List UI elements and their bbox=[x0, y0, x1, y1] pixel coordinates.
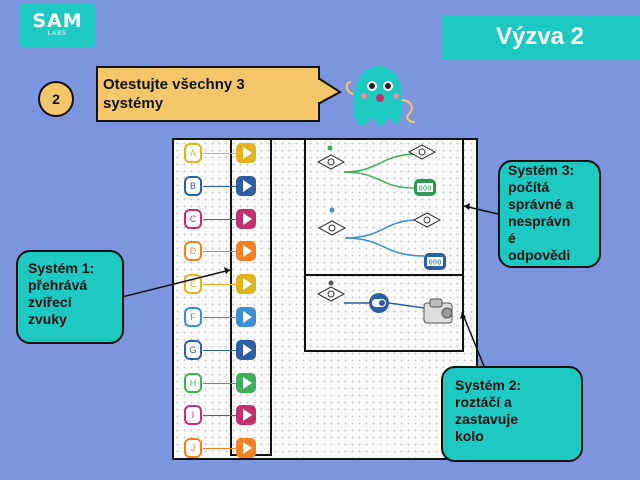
system2-callout: Systém 2: roztáčí a zastavuje kolo bbox=[441, 366, 583, 462]
sys3-counter-display-2[interactable]: 000 bbox=[424, 253, 446, 270]
button-node-8[interactable]: I bbox=[184, 405, 202, 426]
button-node-7[interactable]: H bbox=[184, 372, 202, 393]
sound-play-node-0[interactable] bbox=[236, 143, 256, 163]
button-node-6[interactable]: G bbox=[184, 339, 202, 360]
button-node-5[interactable]: F bbox=[184, 307, 202, 327]
connection-line-0 bbox=[203, 153, 236, 154]
connection-line-7 bbox=[203, 382, 236, 384]
sound-play-node-1[interactable] bbox=[236, 175, 256, 196]
connection-line-1 bbox=[203, 185, 236, 187]
button-node-1[interactable]: B bbox=[184, 175, 202, 196]
sound-play-node-5[interactable] bbox=[236, 307, 256, 327]
connection-line-9 bbox=[203, 448, 236, 450]
play-icon bbox=[242, 376, 252, 389]
play-icon bbox=[242, 278, 252, 291]
sound-play-node-6[interactable] bbox=[236, 339, 256, 360]
system3-title: Systém 3: bbox=[508, 162, 575, 178]
play-icon bbox=[242, 212, 252, 225]
system2-title: Systém 2: bbox=[455, 377, 522, 393]
challenge-title: Výzva 2 bbox=[441, 15, 639, 59]
system3-line5: é bbox=[508, 230, 516, 246]
sound-play-node-7[interactable] bbox=[236, 372, 256, 393]
sys2-toggle-node[interactable] bbox=[369, 293, 389, 313]
sys2-motor-wheel-node[interactable] bbox=[423, 298, 453, 324]
sys3-button-node-4[interactable] bbox=[412, 212, 442, 228]
play-icon bbox=[242, 343, 252, 356]
sys2-button-node[interactable] bbox=[316, 280, 346, 302]
counter-value-2: 000 bbox=[429, 259, 442, 267]
button-node-4[interactable]: E bbox=[184, 274, 202, 295]
mascot-character bbox=[345, 66, 416, 126]
sam-workspace-canvas[interactable] bbox=[172, 138, 478, 460]
system1-title: Systém 1: bbox=[28, 260, 95, 276]
system1-line4: zvuky bbox=[28, 311, 67, 327]
instruction-line-2: systémy bbox=[103, 95, 164, 112]
play-icon bbox=[242, 179, 252, 192]
button-node-2[interactable]: C bbox=[184, 208, 202, 229]
system2-line3: zastavuje bbox=[455, 411, 519, 427]
button-node-3[interactable]: D bbox=[184, 241, 202, 262]
system3-line2: počítá bbox=[508, 179, 550, 195]
play-icon bbox=[242, 442, 252, 455]
connection-line-2 bbox=[203, 218, 236, 220]
sound-play-node-3[interactable] bbox=[236, 241, 256, 262]
sound-play-node-8[interactable] bbox=[236, 405, 256, 426]
connection-line-4 bbox=[203, 284, 236, 286]
step-number: 2 bbox=[38, 81, 74, 117]
system3-callout: Systém 3: počítá správné a nesprávn é od… bbox=[498, 160, 601, 268]
sam-labs-logo: SAM LABS bbox=[20, 3, 95, 47]
connection-line-6 bbox=[203, 349, 236, 351]
connection-line-5 bbox=[203, 317, 236, 318]
play-icon bbox=[242, 147, 252, 159]
sound-play-node-2[interactable] bbox=[236, 208, 256, 229]
button-node-9[interactable]: J bbox=[184, 438, 202, 459]
system2-line4: kolo bbox=[455, 428, 484, 444]
sys3-button-node-1[interactable] bbox=[316, 145, 346, 170]
logo-text: SAM bbox=[32, 10, 83, 32]
sound-play-node-9[interactable] bbox=[236, 438, 256, 459]
sys3-counter-display-1[interactable]: 000 bbox=[414, 179, 436, 196]
play-icon bbox=[242, 245, 252, 258]
play-icon bbox=[242, 409, 252, 422]
counter-value: 000 bbox=[419, 185, 432, 193]
system1-line2: přehrává bbox=[28, 277, 88, 293]
instruction-line-1: Otestujte všechny 3 bbox=[103, 76, 245, 93]
connection-line-3 bbox=[203, 251, 236, 253]
system3-line3: správné a bbox=[508, 196, 574, 212]
system2-line2: roztáčí a bbox=[455, 394, 512, 410]
logo-subtext: LABS bbox=[47, 31, 68, 37]
system1-line3: zvířecí bbox=[28, 294, 72, 310]
sys3-button-node-3[interactable] bbox=[317, 207, 347, 236]
sound-play-node-4[interactable] bbox=[236, 274, 256, 295]
sys3-button-node-2[interactable] bbox=[407, 144, 437, 160]
system1-callout: Systém 1: přehrává zvířecí zvuky bbox=[16, 250, 124, 344]
system3-line6: odpovědi bbox=[508, 247, 571, 263]
bubble-tail bbox=[318, 76, 342, 106]
system3-line4: nesprávn bbox=[508, 213, 571, 229]
button-node-0[interactable]: A bbox=[184, 143, 202, 163]
instruction-bubble: Otestujte všechny 3 systémy bbox=[96, 66, 320, 122]
connection-line-8 bbox=[203, 415, 236, 417]
play-icon bbox=[242, 311, 252, 323]
